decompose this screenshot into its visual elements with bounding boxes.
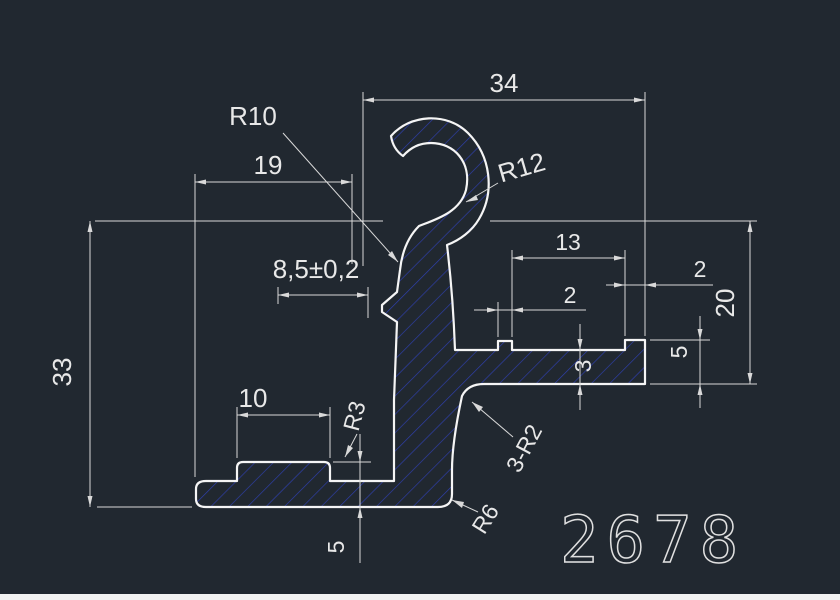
dim-hook-width: 19: [194, 150, 353, 477]
dim-tab-width: 2: [474, 282, 586, 337]
dim-arm-thickness: 3: [570, 324, 596, 410]
part-number: 2678: [560, 504, 746, 578]
lip-height-label: 5: [666, 346, 692, 359]
base-thickness-label: 5: [323, 541, 349, 554]
profile-section: [194, 117, 647, 509]
dim-pad-width: 10: [236, 383, 331, 458]
hook-width-label: 19: [254, 150, 283, 180]
opening-width-label: 8,5±0,2: [273, 254, 360, 284]
slot-width-label: 13: [555, 229, 581, 255]
tab-width-label: 2: [564, 282, 577, 308]
dim-base-thickness: 5: [323, 434, 371, 563]
right-height-label: 20: [710, 289, 740, 318]
dim-top-width-label: 34: [490, 68, 519, 98]
dim-pad-corner-radius: R3: [338, 398, 371, 458]
dim-opening-width: 8,5±0,2: [273, 254, 369, 318]
hook-inner-radius-label: R10: [229, 101, 277, 131]
dim-lip-width: 2: [606, 256, 713, 336]
pad-width-label: 10: [239, 383, 268, 413]
lip-width-label: 2: [694, 256, 707, 282]
dim-right-height: 20: [650, 221, 757, 385]
dim-total-height: 33: [47, 221, 192, 508]
dim-hook-inner-radius: R10: [229, 101, 399, 263]
bottom-border-line: [0, 594, 840, 600]
profile-outline: [194, 117, 647, 509]
dim-slot-width: 13: [511, 229, 626, 337]
total-height-label: 33: [47, 358, 77, 387]
dim-lip-height: 5: [650, 316, 710, 408]
dim-top-width: 34: [362, 68, 646, 336]
arm-thickness-label: 3: [570, 360, 596, 373]
